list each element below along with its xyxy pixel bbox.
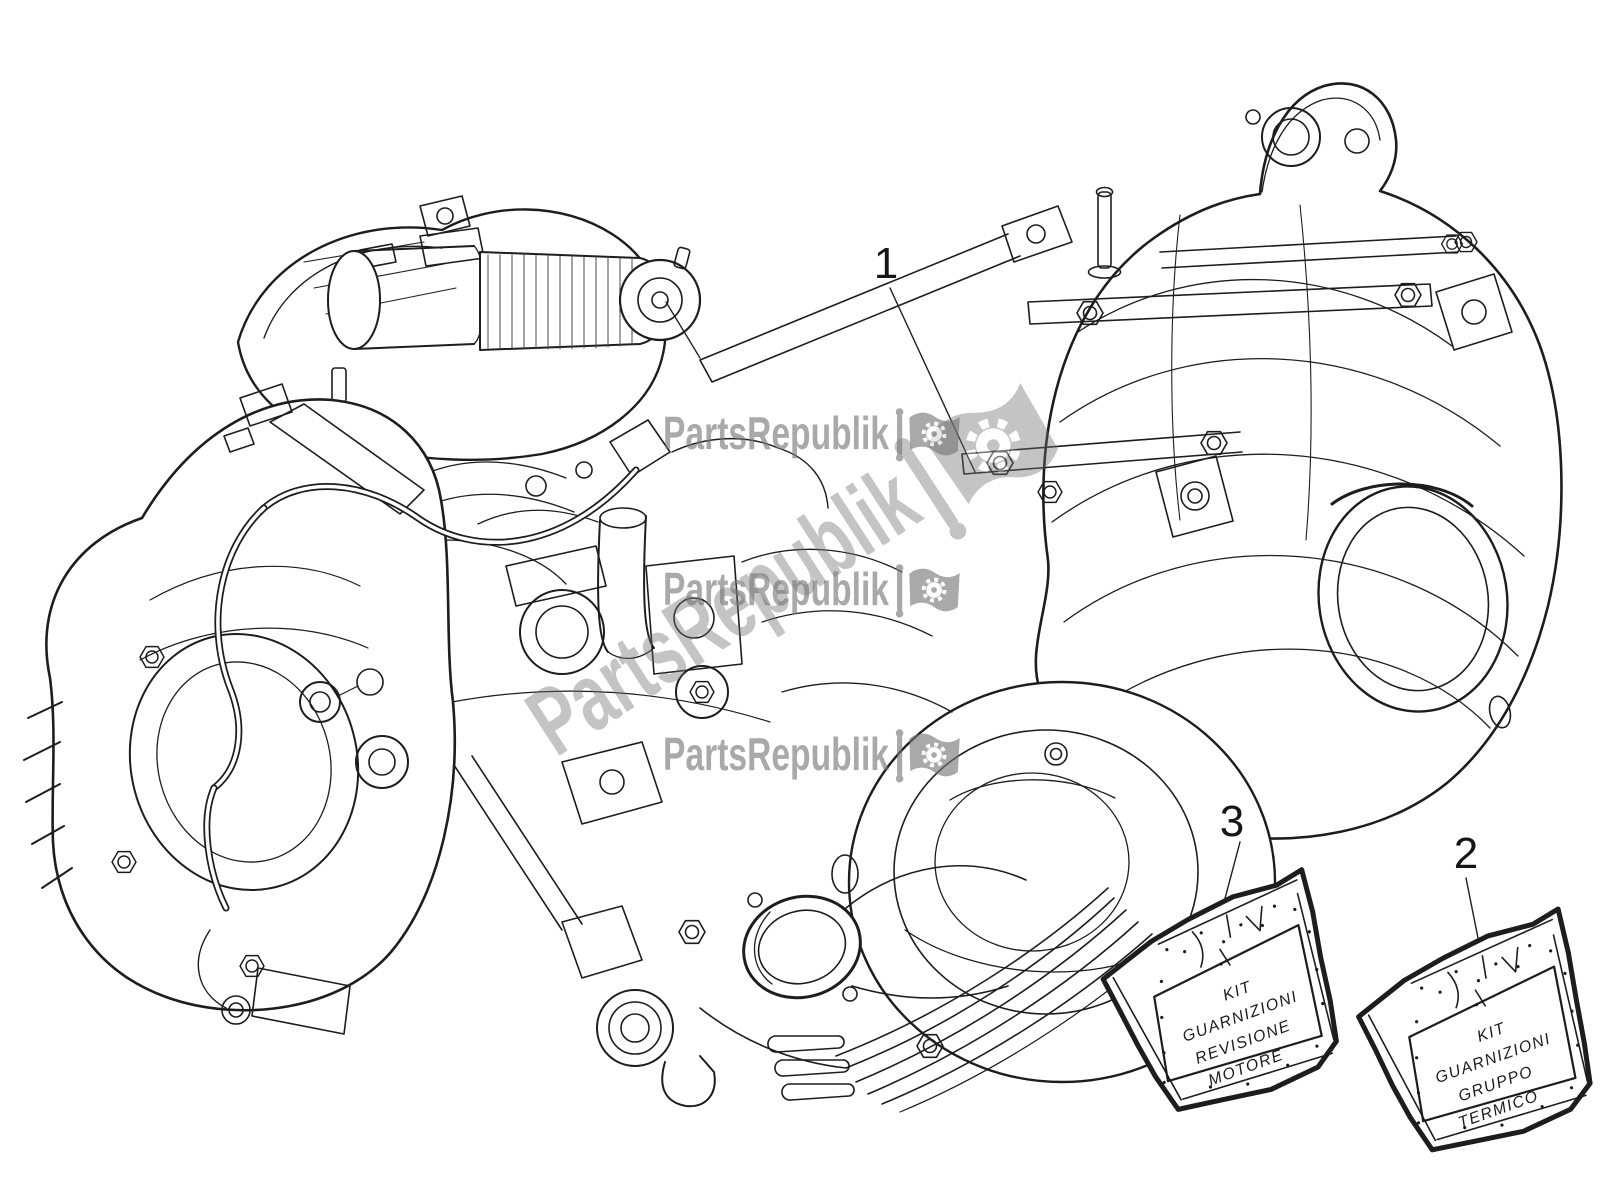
kit-bag-left[interactable]: KIT GUARNIZIONI REVISIONE MOTORE [1091, 867, 1369, 1131]
starter-motor [327, 245, 702, 423]
leader-line-2 [1465, 877, 1481, 949]
callout-3[interactable]: 3 [1220, 797, 1244, 846]
leader-line-1 [889, 287, 976, 473]
callout-1[interactable]: 1 [874, 239, 898, 288]
fan-cover [1034, 82, 1563, 840]
spark-plug-lead [203, 383, 671, 912]
leader-line-3 [1222, 841, 1241, 907]
exhaust-port [742, 865, 1027, 1002]
crankcase-ribs [596, 887, 1161, 1113]
callout-2[interactable]: 2 [1454, 829, 1478, 878]
cylinder-head [23, 398, 456, 1035]
kit-bag-right[interactable]: KIT GUARNIZIONI GRUPPO TERMICO [1347, 906, 1600, 1170]
